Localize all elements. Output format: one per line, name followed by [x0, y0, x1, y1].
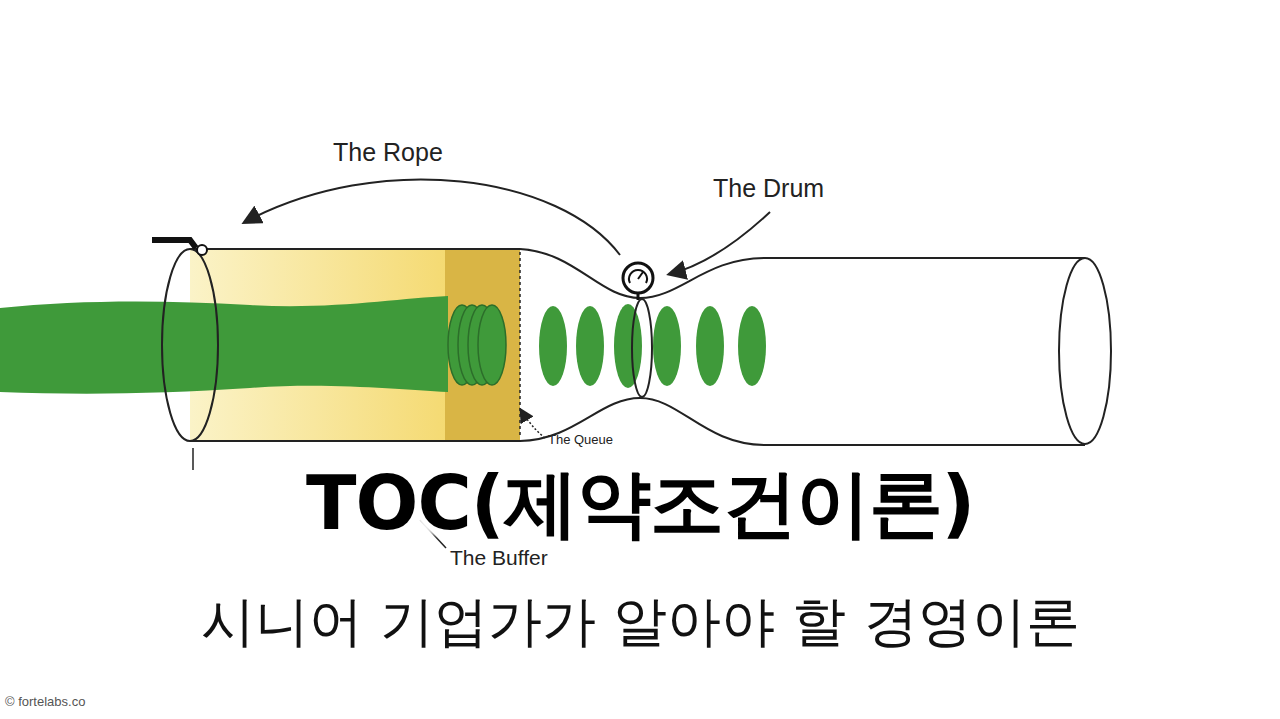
queue-label: The Queue: [548, 432, 613, 447]
watermark: © fortelabs.co: [5, 694, 85, 709]
subtitle-text: 시니어 기업가가 알아야 할 경영이론: [179, 580, 1102, 665]
drum-label: The Drum: [713, 174, 824, 203]
rope-label: The Rope: [333, 138, 443, 167]
title-text: TOC(제약조건이론): [306, 455, 974, 555]
buffer-label: The Buffer: [450, 546, 548, 570]
